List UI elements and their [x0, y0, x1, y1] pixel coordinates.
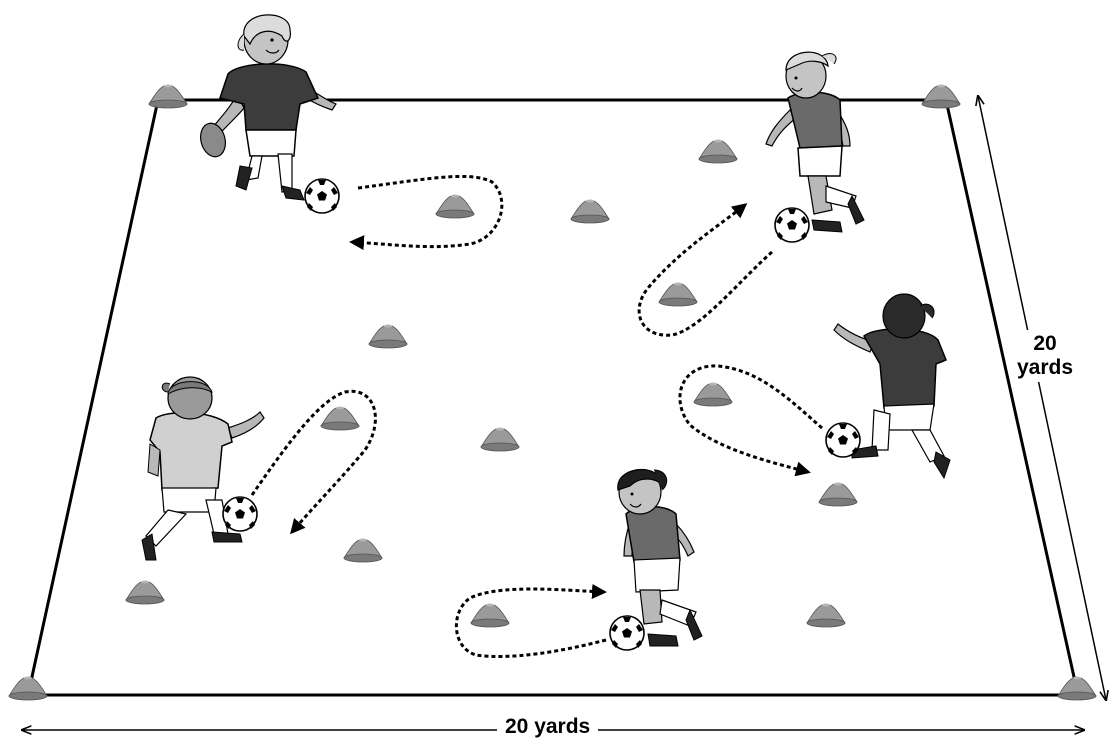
dribble-path-arrow [250, 389, 377, 535]
player-icon [617, 469, 703, 647]
dribble-path-arrow [455, 583, 607, 658]
field-depth-unit: yards [1017, 356, 1074, 379]
depth-dimension-arrow [978, 96, 1106, 700]
dribble-path-arrow [349, 174, 504, 251]
soccer-ball-icon [222, 496, 258, 532]
field-width-label: 20 yards [497, 714, 599, 740]
player-icon [833, 293, 951, 480]
soccer-ball-icon [774, 207, 810, 243]
player-icon [141, 376, 265, 561]
cone-icon [921, 84, 961, 109]
cone-icon [148, 84, 188, 109]
player-icon [765, 51, 865, 233]
dribble-path-arrow [678, 364, 823, 477]
field-depth-value: 20 [1033, 332, 1057, 355]
soccer-ball-icon [304, 178, 340, 214]
field-depth-label: 20 yards [1015, 330, 1076, 382]
soccer-ball-icon [609, 615, 645, 651]
player-icon [200, 14, 337, 201]
soccer-ball-icon [825, 422, 861, 458]
dribble-path-arrow [637, 203, 773, 337]
